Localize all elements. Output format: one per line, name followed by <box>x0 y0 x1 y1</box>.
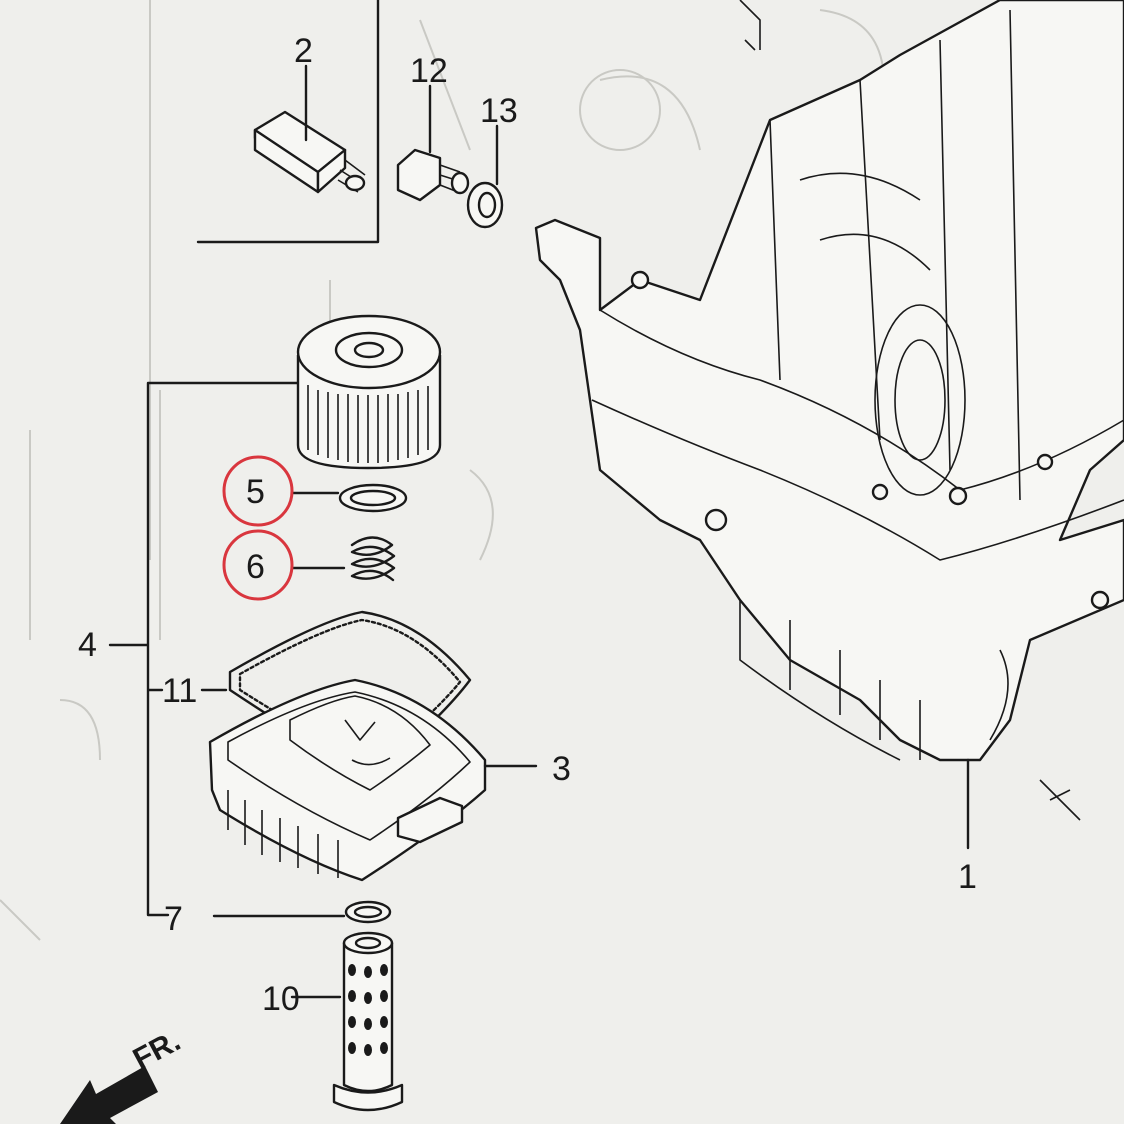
callout-10: 7 <box>164 900 183 938</box>
callout-5: 5 <box>246 473 265 511</box>
callout-6: 6 <box>246 548 265 586</box>
part-4-oil-filter <box>296 314 442 470</box>
part-5-o-ring <box>290 483 408 513</box>
part-2-hex-bolt <box>253 64 366 194</box>
part-10-o-ring <box>212 900 392 924</box>
part-4-group-bracket <box>108 381 302 917</box>
callout-12: 12 <box>410 52 448 90</box>
direction-arrow-fr: FR. <box>60 1024 186 1124</box>
highlight-circle-part-6 <box>222 529 294 601</box>
part-1-crankcase <box>534 0 1124 850</box>
callout-7: 10 <box>262 980 300 1018</box>
callout-3: 3 <box>552 750 571 788</box>
top-group-bracket <box>196 0 380 244</box>
direction-arrow-label: FR. <box>128 1024 186 1076</box>
part-7-oil-pipe <box>290 931 404 1112</box>
callout-11: 11 <box>162 672 197 710</box>
callout-1: 1 <box>958 858 977 896</box>
part-12-drain-bolt <box>396 84 470 202</box>
part-6-spring <box>290 536 396 582</box>
highlight-circle-part-5 <box>222 455 294 527</box>
part-3-filter-case <box>208 678 538 882</box>
callout-2: 2 <box>294 32 313 70</box>
part-13-washer <box>466 124 504 229</box>
callout-4: 4 <box>78 626 97 664</box>
callout-13: 13 <box>480 92 518 130</box>
